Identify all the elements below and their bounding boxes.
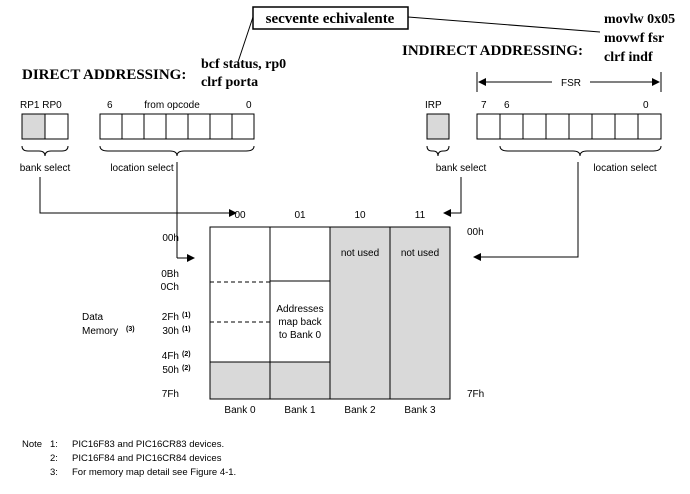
from-opcode-label: from opcode bbox=[144, 100, 200, 111]
bank-code-01: 01 bbox=[294, 210, 306, 221]
rp1-rp0-label: RP1 RP0 bbox=[20, 100, 62, 111]
direct-code-line-1: bcf status, rp0 bbox=[201, 57, 286, 72]
opcode-bit bbox=[187, 113, 211, 140]
rp0-bit bbox=[44, 113, 69, 140]
opcode-bit bbox=[121, 113, 145, 140]
note-1-number: 1: bbox=[50, 439, 58, 450]
addr-50h: 50h bbox=[162, 365, 179, 376]
bank-name-2: Bank 2 bbox=[344, 405, 376, 416]
note-3-number: 3: bbox=[50, 467, 58, 478]
irp-label: IRP bbox=[425, 100, 442, 111]
bank-code-10: 10 bbox=[354, 210, 366, 221]
fsr-bit-0-label: 0 bbox=[643, 100, 649, 111]
note-2-text: PIC16F84 and PIC16CR84 devices bbox=[72, 453, 222, 464]
opcode-bit bbox=[143, 113, 167, 140]
bank-name-0: Bank 0 bbox=[224, 405, 256, 416]
bank-code-11: 11 bbox=[415, 210, 426, 221]
addr-4fh: 4Fh bbox=[162, 351, 179, 362]
right-addr-00h: 00h bbox=[467, 227, 484, 238]
addr-2fh: 2Fh bbox=[162, 312, 179, 323]
indirect-bank-select-brace bbox=[426, 145, 450, 157]
bank1-note-line-1: Addresses bbox=[276, 304, 323, 315]
fsr-bit bbox=[637, 113, 662, 140]
right-addr-7fh: 7Fh bbox=[467, 389, 484, 400]
opcode-register bbox=[99, 113, 255, 140]
bank3-area bbox=[390, 227, 450, 399]
bank2-not-used: not used bbox=[341, 248, 379, 259]
bank1-note-line-3: to Bank 0 bbox=[279, 330, 322, 341]
footnote-mark-30h: (1) bbox=[182, 326, 191, 333]
addr-0ch: 0Ch bbox=[161, 282, 179, 293]
opcode-bit bbox=[165, 113, 189, 140]
memory-map-grid bbox=[209, 226, 451, 400]
fsr-bit-6-label: 6 bbox=[504, 100, 510, 111]
data-memory-mark: (3) bbox=[126, 326, 135, 333]
indirect-location-select-brace bbox=[499, 145, 662, 157]
bank0-ram-area bbox=[210, 227, 270, 362]
irp-bit bbox=[426, 113, 450, 140]
indirect-code-line-2: movwf fsr bbox=[604, 31, 664, 46]
indirect-bank-select-arrow bbox=[443, 177, 462, 217]
footnote-mark-4fh: (2) bbox=[182, 351, 191, 358]
bank-name-1: Bank 1 bbox=[284, 405, 316, 416]
addr-0bh: 0Bh bbox=[161, 269, 179, 280]
addr-30h: 30h bbox=[162, 326, 179, 337]
bank1-top-area bbox=[270, 227, 330, 281]
bank1-unimplemented-area bbox=[270, 362, 330, 399]
data-memory-label-line-1: Data bbox=[82, 312, 104, 323]
bank1-note-line-2: map back bbox=[278, 317, 322, 328]
opcode-bit-low-label: 0 bbox=[246, 100, 252, 111]
direct-location-select-brace bbox=[99, 145, 255, 157]
fsr-bit bbox=[614, 113, 639, 140]
indirect-bank-select-label: bank select bbox=[436, 163, 487, 174]
fsr-bit bbox=[499, 113, 524, 140]
bank1-mapped-area bbox=[270, 281, 330, 362]
opcode-bit bbox=[99, 113, 123, 140]
fsr-bit-7-label: 7 bbox=[481, 100, 487, 111]
boxed-title: secvente echivalente bbox=[266, 11, 395, 27]
opcode-bit-high-label: 6 bbox=[107, 100, 113, 111]
indirect-location-select-label: location select bbox=[593, 163, 657, 174]
bank-code-00: 00 bbox=[234, 210, 246, 221]
bank3-not-used: not used bbox=[401, 248, 439, 259]
footnote-mark-2fh: (1) bbox=[182, 312, 191, 319]
addr-00h: 00h bbox=[162, 233, 179, 244]
direct-bank-select-arrow bbox=[39, 177, 237, 217]
indirect-location-select-arrow bbox=[473, 162, 579, 261]
indirect-code-line-1: movlw 0x05 bbox=[604, 12, 675, 27]
title-leader-left bbox=[237, 16, 254, 63]
opcode-bit bbox=[231, 113, 255, 140]
note-2-number: 2: bbox=[50, 453, 58, 464]
direct-heading: DIRECT ADDRESSING: bbox=[22, 67, 186, 83]
opcode-bit bbox=[209, 113, 233, 140]
addr-7fh: 7Fh bbox=[162, 389, 179, 400]
note-3-text: For memory map detail see Figure 4-1. bbox=[72, 467, 236, 478]
bank2-area bbox=[330, 227, 390, 399]
direct-bank-select-label: bank select bbox=[20, 163, 71, 174]
bank-name-3: Bank 3 bbox=[404, 405, 436, 416]
data-memory-label-line-2: Memory bbox=[82, 326, 118, 337]
fsr-bit bbox=[591, 113, 616, 140]
direct-bank-select-brace bbox=[21, 145, 69, 157]
note-1-text: PIC16F83 and PIC16CR83 devices. bbox=[72, 439, 224, 450]
indirect-heading: INDIRECT ADDRESSING: bbox=[402, 43, 583, 59]
direct-code-line-2: clrf porta bbox=[201, 75, 258, 90]
fsr-register bbox=[476, 113, 662, 140]
note-prefix: Note bbox=[22, 439, 42, 450]
fsr-bit bbox=[522, 113, 547, 140]
fsr-label: FSR bbox=[561, 78, 581, 89]
fsr-bit bbox=[545, 113, 570, 140]
footnote-mark-50h: (2) bbox=[182, 365, 191, 372]
bank0-unimplemented-area bbox=[210, 362, 270, 399]
rp1-bit bbox=[21, 113, 46, 140]
fsr-bit bbox=[568, 113, 593, 140]
title-leader-right bbox=[407, 16, 601, 33]
indirect-code-line-3: clrf indf bbox=[604, 50, 653, 65]
direct-location-select-label: location select bbox=[110, 163, 174, 174]
fsr-bit bbox=[476, 113, 501, 140]
